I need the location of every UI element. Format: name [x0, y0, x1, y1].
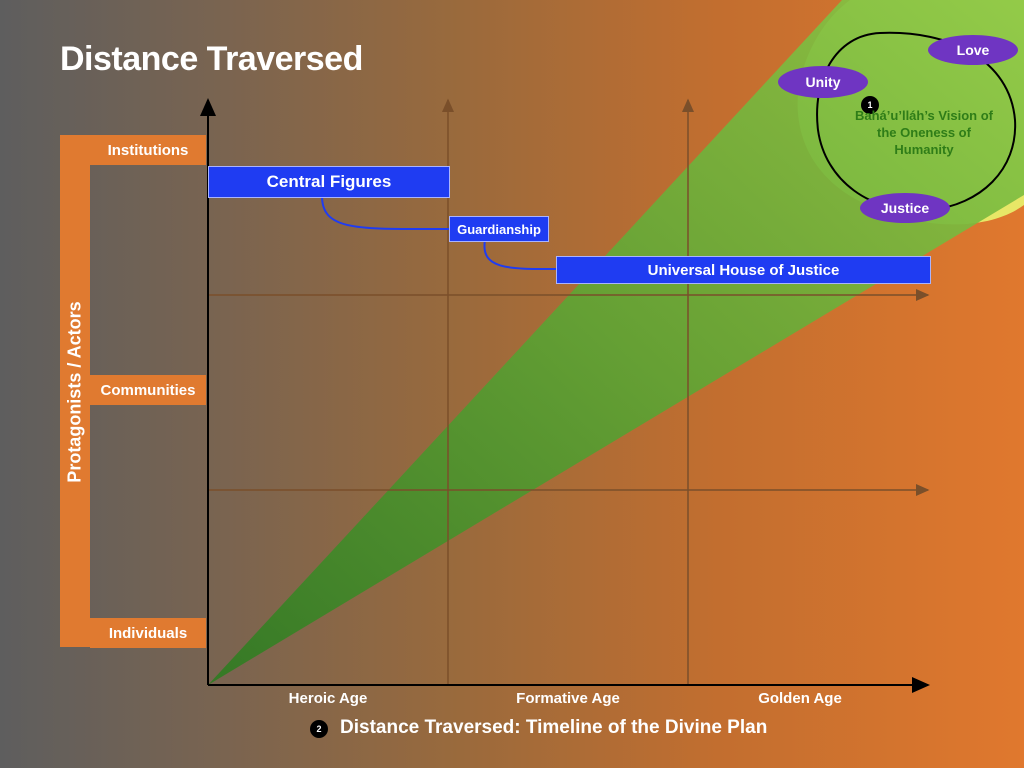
oval-justice: Justice — [860, 193, 950, 223]
x-axis-title: Distance Traversed: Timeline of the Divi… — [340, 717, 768, 738]
central-figures-box: Central Figures — [208, 166, 450, 198]
oval-love: Love — [928, 35, 1018, 65]
age-label-heroic: Heroic Age — [288, 690, 368, 707]
x-axis-number-badge: 2 — [310, 720, 328, 738]
page-title: Distance Traversed — [60, 40, 363, 78]
oval-unity: Unity — [778, 66, 868, 98]
universal-house-of-justice-box: Universal House of Justice — [556, 256, 931, 284]
age-label-formative: Formative Age — [516, 690, 620, 707]
vision-text: Bahá’u’lláh’s Vision of the Oneness of H… — [855, 108, 993, 157]
level-communities: Communities — [90, 375, 206, 405]
connector-central-guardianship — [321, 195, 451, 231]
age-label-golden: Golden Age — [758, 690, 842, 707]
actors-bracket-bar — [60, 135, 90, 647]
guardianship-box: Guardianship — [449, 216, 549, 242]
vision-number-badge: 1 — [861, 96, 879, 114]
level-institutions: Institutions — [90, 135, 206, 165]
green-beam — [208, 0, 1024, 685]
connector-guardianship-uhj — [483, 239, 558, 271]
y-axis-label: Protagonists / Actors — [64, 301, 85, 483]
level-individuals: Individuals — [90, 618, 206, 648]
